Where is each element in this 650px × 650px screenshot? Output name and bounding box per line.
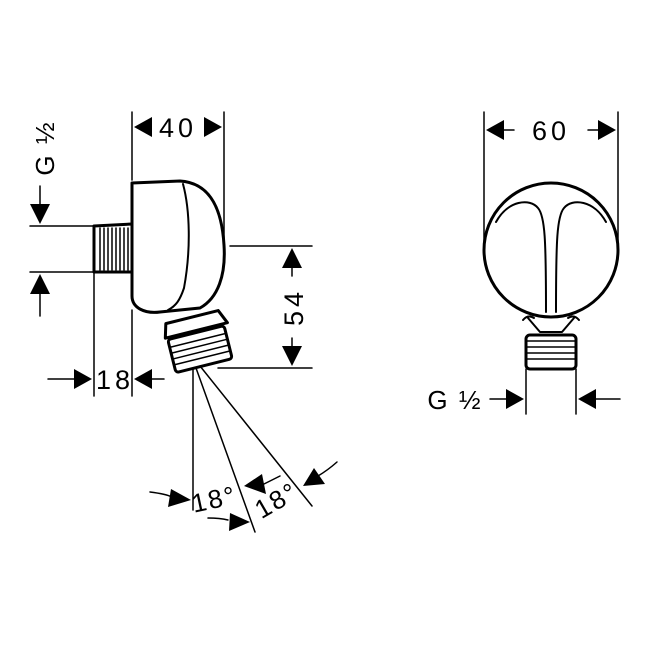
dimension-thread-front bbox=[489, 368, 621, 415]
front-view: 60 G ½ bbox=[427, 111, 621, 415]
dimension-40-label: 40 bbox=[159, 113, 197, 143]
dimension-60-label: 60 bbox=[532, 116, 570, 146]
front-plate-circle bbox=[482, 181, 620, 319]
angle-label-1: 18° bbox=[189, 480, 240, 519]
front-connector bbox=[522, 315, 580, 371]
angle-lines bbox=[192, 365, 313, 533]
thread-label-front: G ½ bbox=[427, 385, 482, 415]
front-inner-shape bbox=[495, 201, 547, 313]
outlet-inner-curve bbox=[167, 183, 190, 311]
hose-connector bbox=[163, 309, 234, 374]
thread-label-side: G ½ bbox=[30, 120, 60, 175]
dimension-60 bbox=[483, 111, 619, 249]
dimension-thread-side bbox=[29, 185, 95, 317]
side-view: 40 54 G ½ 18 bbox=[29, 111, 338, 533]
front-inner-shape-right bbox=[555, 201, 607, 313]
dimension-18-depth bbox=[47, 271, 165, 397]
dimension-18-depth-label: 18 bbox=[96, 365, 134, 395]
angle-dimension-1 bbox=[149, 474, 281, 507]
outlet-body bbox=[130, 179, 226, 314]
angle-dimension-2 bbox=[207, 461, 338, 531]
threaded-inlet bbox=[92, 222, 134, 274]
dimension-54 bbox=[217, 245, 313, 369]
dimension-54-label: 54 bbox=[279, 288, 309, 326]
dimension-40 bbox=[131, 111, 225, 241]
